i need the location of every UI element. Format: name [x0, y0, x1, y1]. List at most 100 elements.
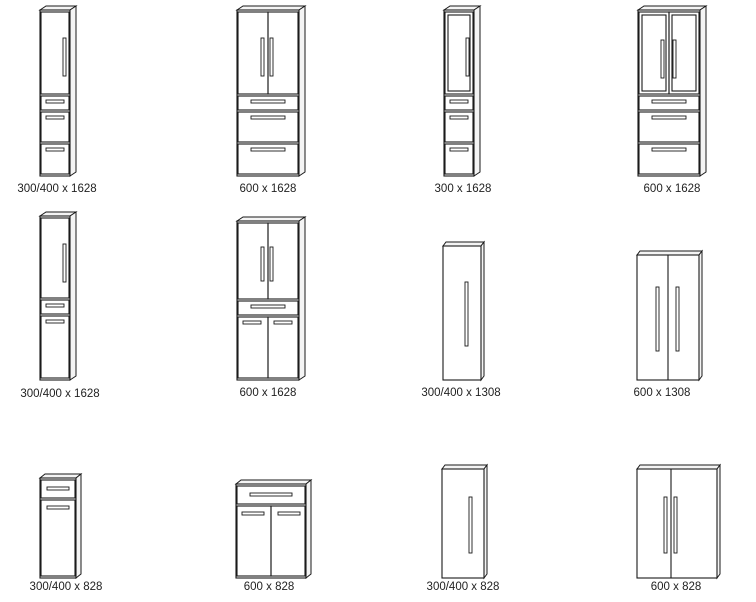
handle-icon [250, 99, 286, 104]
cabinet-drawing-2 [235, 5, 307, 177]
cabinet-7-label: 300/400 x 1308 [421, 387, 501, 399]
handle-icon [45, 319, 65, 324]
drawer-front [237, 143, 299, 175]
cabinet-drawing-6 [235, 216, 307, 381]
drawer-front [638, 143, 700, 175]
cabinet-11-label: 300/400 x 828 [426, 581, 500, 593]
handle-icon [62, 243, 67, 283]
handle-icon [260, 37, 265, 77]
cabinet-top [234, 479, 313, 485]
cabinet-side [473, 5, 481, 177]
handle-icon [655, 286, 660, 352]
glass-pane [671, 14, 697, 92]
cabinet-side [298, 5, 306, 177]
drawer-front [40, 143, 70, 175]
glass-door-frame [444, 11, 474, 95]
cabinet-drawing-4 [636, 5, 708, 177]
cabinet-top [235, 216, 307, 222]
drawer-front [40, 299, 70, 315]
cabinet-top [636, 250, 703, 256]
drawer-front [236, 485, 306, 505]
cabinet-side [69, 211, 77, 381]
handle-icon [464, 281, 469, 347]
handle-icon [465, 37, 470, 77]
cabinet-drawing-8 [636, 249, 703, 382]
handle-icon [62, 37, 67, 77]
cabinet-drawing-10 [234, 478, 313, 580]
handle-icon [46, 505, 70, 510]
drawer-front [40, 111, 70, 143]
drawer-front [237, 111, 299, 143]
handle-icon [673, 496, 678, 554]
handle-icon [468, 496, 473, 554]
cabinet-drawing-3 [442, 5, 482, 177]
handle-icon [449, 99, 469, 104]
drawer-front [237, 95, 299, 111]
cabinet-top [441, 464, 488, 470]
cabinet-side [75, 472, 82, 580]
handle-icon [651, 147, 687, 152]
door-panel [40, 315, 70, 379]
handle-icon [250, 147, 286, 152]
handle-icon [675, 286, 680, 352]
handle-icon [45, 303, 65, 308]
drawer-front [638, 111, 700, 143]
drawer-front [40, 95, 70, 111]
cabinet-top [442, 241, 485, 247]
handle-icon [663, 496, 668, 554]
handle-icon [45, 147, 65, 152]
drawer-front [40, 479, 76, 499]
cabinet-drawing-11 [441, 463, 488, 580]
cabinet-side [305, 478, 312, 580]
cabinet-drawing-12 [636, 463, 721, 580]
handle-icon [46, 486, 70, 491]
cabinet-drawing-1 [38, 5, 78, 177]
glass-pane [641, 14, 667, 92]
handle-icon [45, 99, 65, 104]
handle-icon [250, 304, 286, 309]
cabinet-front [441, 468, 485, 579]
drawer-front [237, 300, 299, 316]
cabinet-8-label: 600 x 1308 [633, 387, 691, 399]
cabinet-side [69, 5, 77, 177]
cabinet-2-label: 600 x 1628 [239, 183, 297, 195]
drawer-front [444, 111, 474, 143]
door-panel [270, 505, 306, 577]
handle-icon [249, 492, 293, 497]
glass-door-frame [668, 11, 700, 95]
cabinet-9-label: 300/400 x 828 [29, 581, 103, 593]
cabinet-1-label: 300/400 x 1628 [17, 183, 97, 195]
handle-icon [672, 39, 677, 79]
handle-icon [45, 115, 65, 120]
cabinet-side [699, 5, 707, 177]
drawer-front [444, 95, 474, 111]
handle-icon [660, 39, 665, 79]
cabinet-drawing-7 [442, 240, 485, 382]
cabinet-5-label: 300/400 x 1628 [20, 388, 100, 400]
handle-icon [250, 115, 286, 120]
cabinet-10-label: 600 x 828 [243, 581, 295, 593]
cabinet-12-label: 600 x 828 [650, 581, 702, 593]
door-panel [40, 217, 70, 299]
door-panel [267, 11, 299, 95]
cabinet-front [442, 245, 482, 381]
cabinet-side [298, 216, 306, 381]
cabinet-front [39, 477, 77, 579]
handle-icon [277, 511, 301, 516]
glass-pane [447, 14, 471, 92]
cabinet-drawing-5 [38, 211, 78, 381]
cabinet-3-label: 300 x 1628 [434, 183, 492, 195]
door-panel [267, 316, 299, 379]
cabinet-top [38, 473, 83, 479]
handle-icon [269, 246, 274, 282]
cabinet-4-label: 600 x 1628 [643, 183, 701, 195]
handle-icon [651, 115, 687, 120]
cabinet-top [636, 5, 708, 11]
drawer-front [638, 95, 700, 111]
drawer-front [444, 143, 474, 175]
handle-icon [241, 511, 265, 516]
door-panel [40, 11, 70, 95]
handle-icon [273, 320, 293, 325]
